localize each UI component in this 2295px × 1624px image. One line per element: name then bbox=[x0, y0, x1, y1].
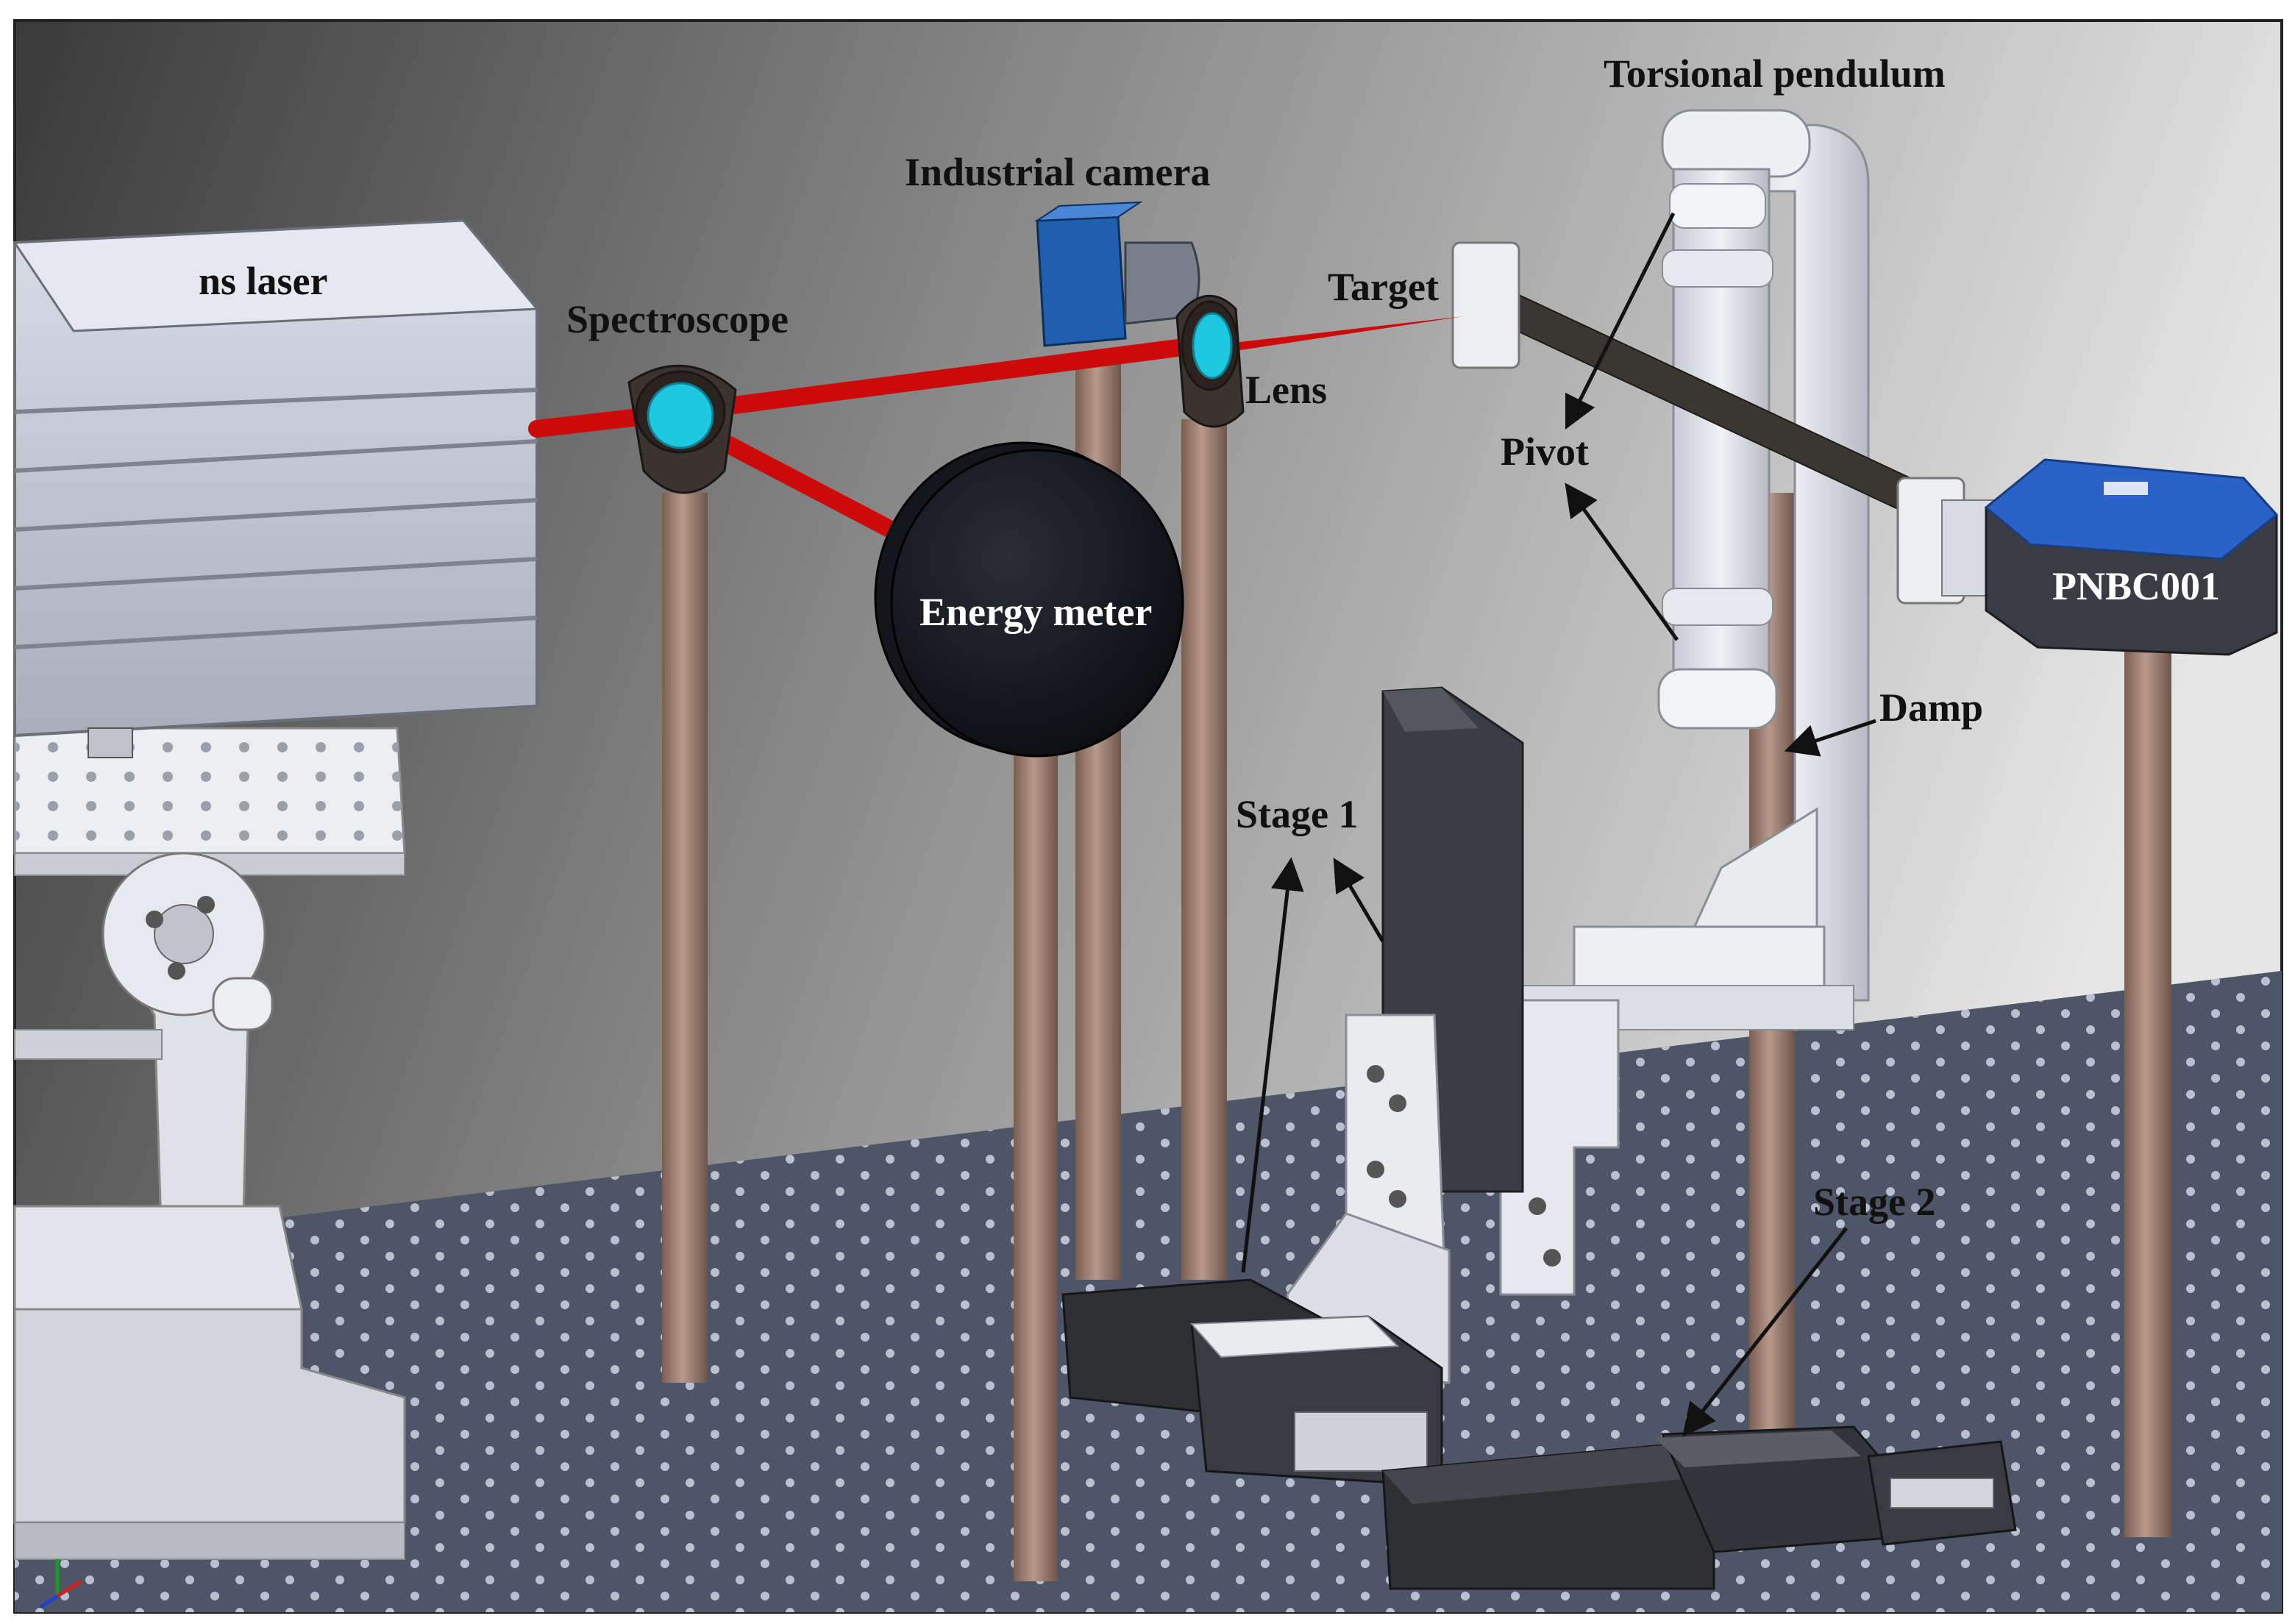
spectroscope bbox=[627, 364, 737, 494]
label-torsional-pendulum: Torsional pendulum bbox=[1604, 51, 1946, 96]
torsional-pendulum bbox=[1499, 109, 1870, 1296]
energy-meter bbox=[874, 441, 1184, 758]
arrow-pivot-top bbox=[1565, 212, 1676, 430]
axis-triad bbox=[39, 1559, 82, 1609]
post-pnbc001 bbox=[2124, 640, 2171, 1537]
laser-mount-table bbox=[13, 727, 406, 1560]
post-lens bbox=[1181, 419, 1227, 1280]
arrow-stage1-b bbox=[1333, 858, 1385, 943]
label-target: Target bbox=[1328, 265, 1439, 309]
label-stage-1: Stage 1 bbox=[1236, 792, 1358, 836]
ns-laser bbox=[13, 218, 540, 758]
labels: ns laser Spectroscope Industrial camera … bbox=[199, 51, 2220, 1224]
post-energy-meter bbox=[1014, 721, 1058, 1581]
arrow-stage2 bbox=[1682, 1227, 1848, 1437]
label-stage-2: Stage 2 bbox=[1813, 1180, 1935, 1224]
label-lens: Lens bbox=[1245, 368, 1327, 412]
label-energy-meter: Energy meter bbox=[919, 590, 1152, 634]
pnbc001-controller bbox=[1984, 458, 2279, 656]
label-industrial-camera: Industrial camera bbox=[905, 150, 1210, 194]
annotation-arrows bbox=[1241, 212, 1876, 1437]
stage-2 bbox=[1381, 1425, 2017, 1590]
label-pnbc001: PNBC001 bbox=[2052, 564, 2220, 608]
lens bbox=[1175, 294, 1245, 428]
pendulum-arm bbox=[1451, 241, 1994, 605]
arrow-pivot-bottom bbox=[1565, 482, 1679, 641]
industrial-camera bbox=[1034, 201, 1200, 347]
label-spectroscope: Spectroscope bbox=[566, 297, 789, 341]
arrow-damp bbox=[1784, 719, 1876, 757]
label-ns-laser: ns laser bbox=[199, 259, 328, 303]
arrow-stage1-a bbox=[1241, 857, 1304, 1273]
label-damp: Damp bbox=[1879, 685, 1983, 730]
post-spectroscope bbox=[662, 493, 708, 1383]
label-pivot: Pivot bbox=[1501, 430, 1589, 474]
laser-beam-focused bbox=[1221, 316, 1464, 353]
stage-1 bbox=[1061, 686, 1524, 1487]
